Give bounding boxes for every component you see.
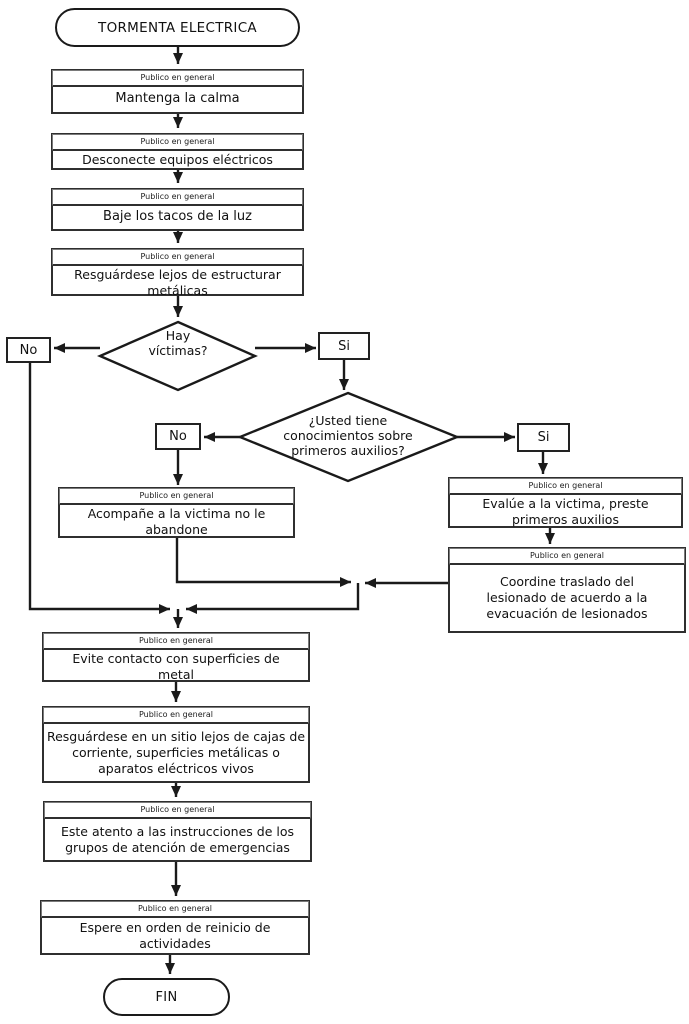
audience-header: Publico en general [449, 478, 682, 495]
step-espere-reinicio: Publico en general Espere en orden de re… [40, 900, 310, 955]
step-baje-tacos: Publico en general Baje los tacos de la … [51, 188, 304, 231]
label-no-decision2: No [155, 423, 201, 450]
audience-header: Publico en general [43, 633, 309, 650]
decision-hay-victimas-shape [96, 320, 258, 392]
step-mantenga-calma: Publico en general Mantenga la calma [51, 69, 304, 114]
step-evite-contacto: Publico en general Evite contacto con su… [42, 632, 310, 682]
decision-conocimientos-text: ¿Usted tiene conocimientos sobre primero… [283, 413, 413, 458]
step-body: Baje los tacos de la luz [103, 209, 252, 225]
step-body: Acompañe a la victima no le abandone [87, 506, 266, 537]
start-label: TORMENTA ELECTRICA [98, 19, 257, 36]
audience-header: Publico en general [41, 901, 309, 918]
step-resguardese-sitio: Publico en general Resguárdese en un sit… [42, 706, 310, 783]
audience-header: Publico en general [43, 707, 309, 724]
step-coordine-traslado: Publico en general Coordine traslado del… [448, 547, 686, 633]
path-no1-to-merge [28, 363, 170, 614]
label-si-decision1: Si [318, 332, 370, 360]
label-si-decision2: Si [517, 423, 570, 452]
step-body: Evalúe a la victima, preste primeros aux… [482, 496, 649, 527]
decision-hay-victimas-text: Hay víctimas? [148, 328, 208, 358]
audience-header: Publico en general [44, 802, 311, 819]
path-mergeA-down-left [186, 583, 360, 614]
step-body: Resguárdese en un sitio lejos de cajas d… [46, 728, 306, 776]
audience-header: Publico en general [52, 249, 303, 266]
step-body: Mantenga la calma [115, 91, 240, 107]
step-desconecte-equipos: Publico en general Desconecte equipos el… [51, 133, 304, 170]
step-body: Espere en orden de reinicio de actividad… [79, 919, 271, 951]
audience-header: Publico en general [52, 134, 303, 151]
step-body: Coordine traslado del lesionado de acuer… [486, 574, 648, 621]
step-acompane-victima: Publico en general Acompañe a la victima… [58, 487, 295, 538]
audience-header: Publico en general [52, 70, 303, 87]
end-label: FIN [155, 989, 178, 1005]
audience-header: Publico en general [52, 189, 303, 206]
step-body: Este atento a las instrucciones de los g… [61, 823, 294, 855]
step-resguardese-estructuras: Publico en general Resguárdese lejos de … [51, 248, 304, 298]
step-body: Desconecte equipos eléctricos [82, 152, 273, 167]
audience-header: Publico en general [449, 548, 685, 565]
label-no-decision1: No [6, 337, 51, 363]
step-body: Resguárdese lejos de estructurar metálic… [74, 267, 281, 298]
path-acompane-to-merge [175, 538, 351, 587]
step-este-atento: Publico en general Este atento a las ins… [43, 801, 312, 862]
decision-conocimientos-shape [236, 391, 461, 483]
step-body: Evite contacto con superficies de metal [72, 651, 280, 682]
audience-header: Publico en general [59, 488, 294, 505]
step-evalue-victima: Publico en general Evalúe a la victima, … [448, 477, 683, 528]
end-terminator: FIN [103, 978, 230, 1016]
start-terminator: TORMENTA ELECTRICA [55, 8, 300, 47]
